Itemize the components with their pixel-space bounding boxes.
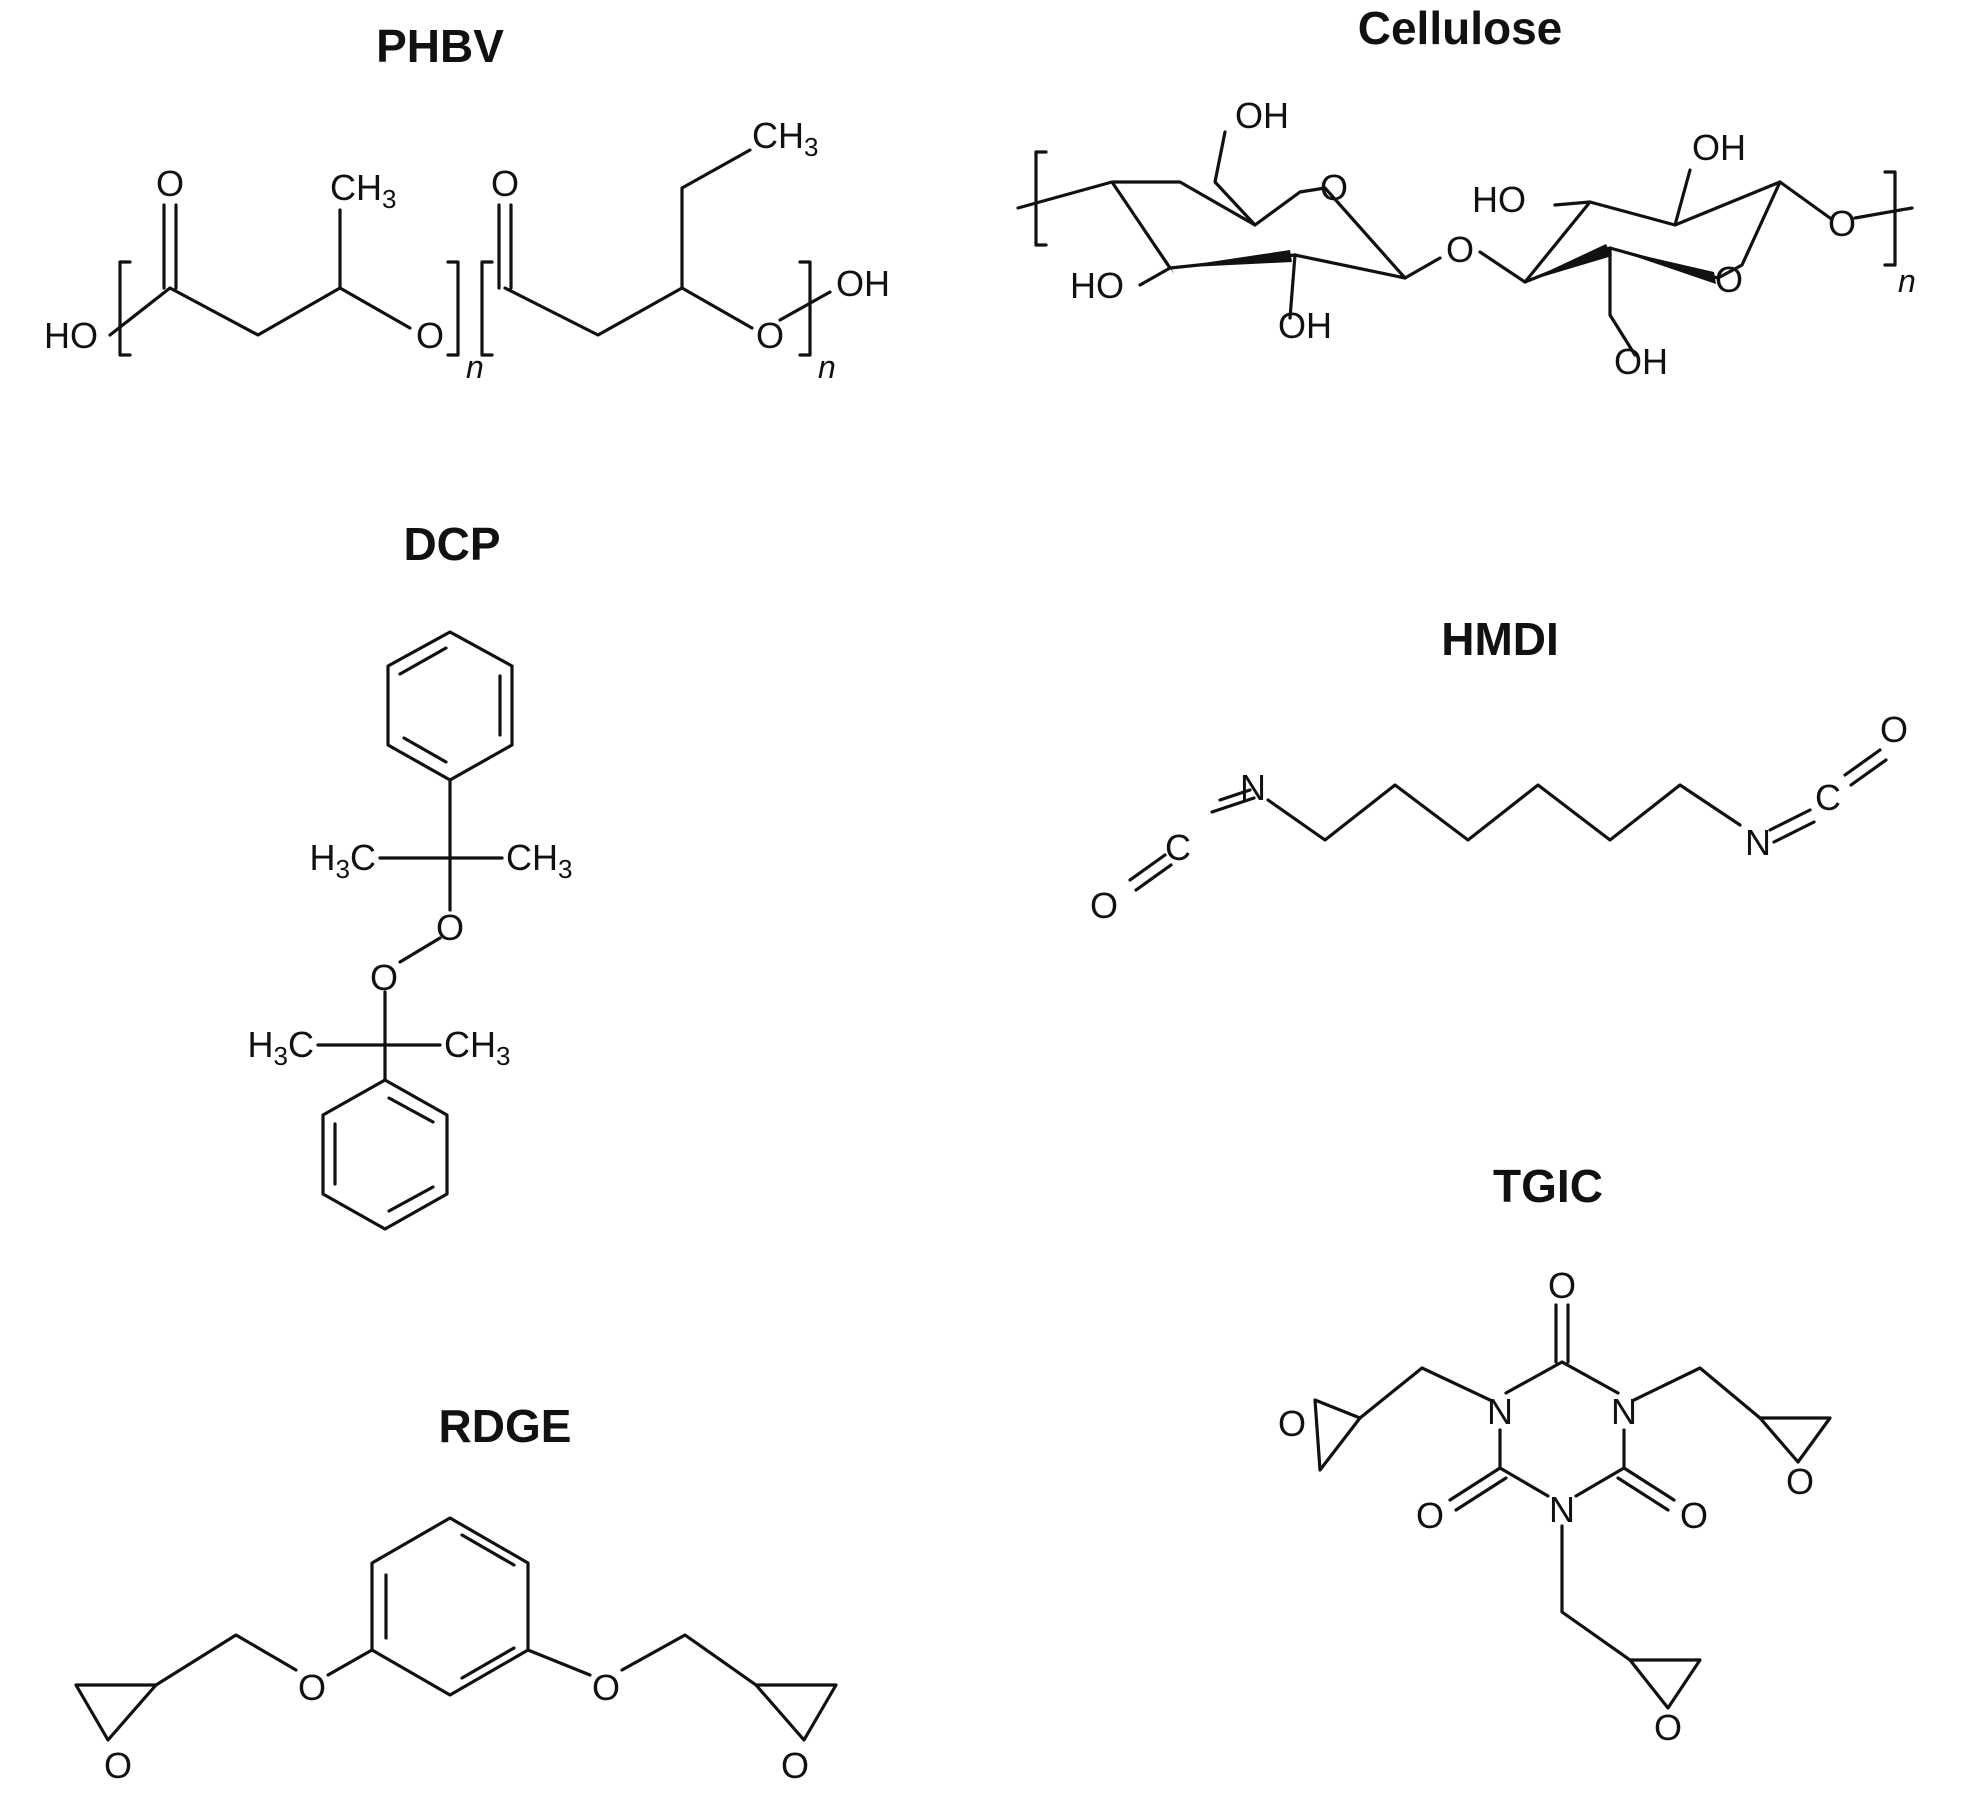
cellulose-ring-o2: O <box>1715 259 1743 300</box>
hmdi-o-left: O <box>1090 885 1118 926</box>
dcp-ch3-top: CH3 <box>506 837 572 884</box>
cellulose-bridge-o: O <box>1446 229 1474 270</box>
dcp-title: DCP <box>403 518 500 570</box>
cellulose-ring-o1: O <box>1320 167 1348 208</box>
tgic-o-top: O <box>1548 1265 1576 1306</box>
tgic-n-right: N <box>1611 1391 1637 1432</box>
cellulose-end-o: O <box>1828 203 1856 244</box>
phbv-title: PHBV <box>376 20 504 72</box>
tgic-n-left: N <box>1487 1391 1513 1432</box>
phbv-ester-o1: O <box>416 315 444 356</box>
hmdi-n-right: N <box>1745 822 1771 863</box>
phbv-ho-label: HO <box>44 315 98 356</box>
tgic-epoxide-o-right: O <box>1786 1461 1814 1502</box>
cellulose-structure: Cellulose OH O HO OH O HO OH O O OH n <box>1016 2 1916 382</box>
hmdi-structure: HMDI N C O N C O <box>1090 613 1908 926</box>
dcp-h3c-bottom: H3C <box>248 1024 314 1071</box>
rdge-epoxide-o-left: O <box>104 1745 132 1786</box>
phbv-n2: n <box>818 349 836 385</box>
cellulose-ho-left: HO <box>1070 265 1124 306</box>
rdge-epoxide-o-right: O <box>781 1745 809 1786</box>
cellulose-oh-bottom2: OH <box>1614 341 1668 382</box>
phbv-ethyl-methyl-label: CH3 <box>752 115 818 162</box>
hmdi-n-left: N <box>1240 767 1266 808</box>
phbv-carbonyl-o1: O <box>156 163 184 204</box>
tgic-o-left: O <box>1416 1495 1444 1536</box>
phbv-n1: n <box>466 349 484 385</box>
tgic-structure: TGIC O N N N O O O O O <box>1278 1160 1832 1748</box>
phbv-ester-o2: O <box>756 315 784 356</box>
phbv-structure: PHBV O CH3 O CH3 HO O O OH n n <box>44 20 890 385</box>
cellulose-oh-top-left: OH <box>1235 95 1289 136</box>
hmdi-c-left: C <box>1165 827 1191 868</box>
dcp-ch3-bottom: CH3 <box>444 1024 510 1071</box>
tgic-n-bottom: N <box>1549 1489 1575 1530</box>
tgic-epoxide-o-bottom: O <box>1654 1707 1682 1748</box>
cellulose-oh-bottom1: OH <box>1278 305 1332 346</box>
cellulose-ho-right: HO <box>1472 179 1526 220</box>
cellulose-oh-top-right: OH <box>1692 127 1746 168</box>
dcp-h3c-top: H3C <box>310 837 376 884</box>
rdge-structure: RDGE O O O O <box>74 1400 838 1786</box>
phbv-methyl-label: CH3 <box>330 167 396 214</box>
tgic-epoxide-o-left: O <box>1278 1403 1306 1444</box>
phbv-carbonyl-o2: O <box>491 163 519 204</box>
rdge-ether-o-right: O <box>592 1667 620 1708</box>
hmdi-c-right: C <box>1815 777 1841 818</box>
cellulose-title: Cellulose <box>1358 2 1563 54</box>
dcp-o-bottom: O <box>370 957 398 998</box>
hmdi-title: HMDI <box>1441 613 1559 665</box>
hmdi-o-right: O <box>1880 709 1908 750</box>
dcp-structure: DCP H3C CH3 O O H3C CH3 <box>248 518 572 1231</box>
tgic-o-right: O <box>1680 1495 1708 1536</box>
rdge-title: RDGE <box>439 1400 572 1452</box>
phbv-oh-label: OH <box>836 263 890 304</box>
dcp-o-top: O <box>436 907 464 948</box>
rdge-ether-o-left: O <box>298 1667 326 1708</box>
cellulose-n: n <box>1898 263 1916 299</box>
tgic-title: TGIC <box>1493 1160 1603 1212</box>
